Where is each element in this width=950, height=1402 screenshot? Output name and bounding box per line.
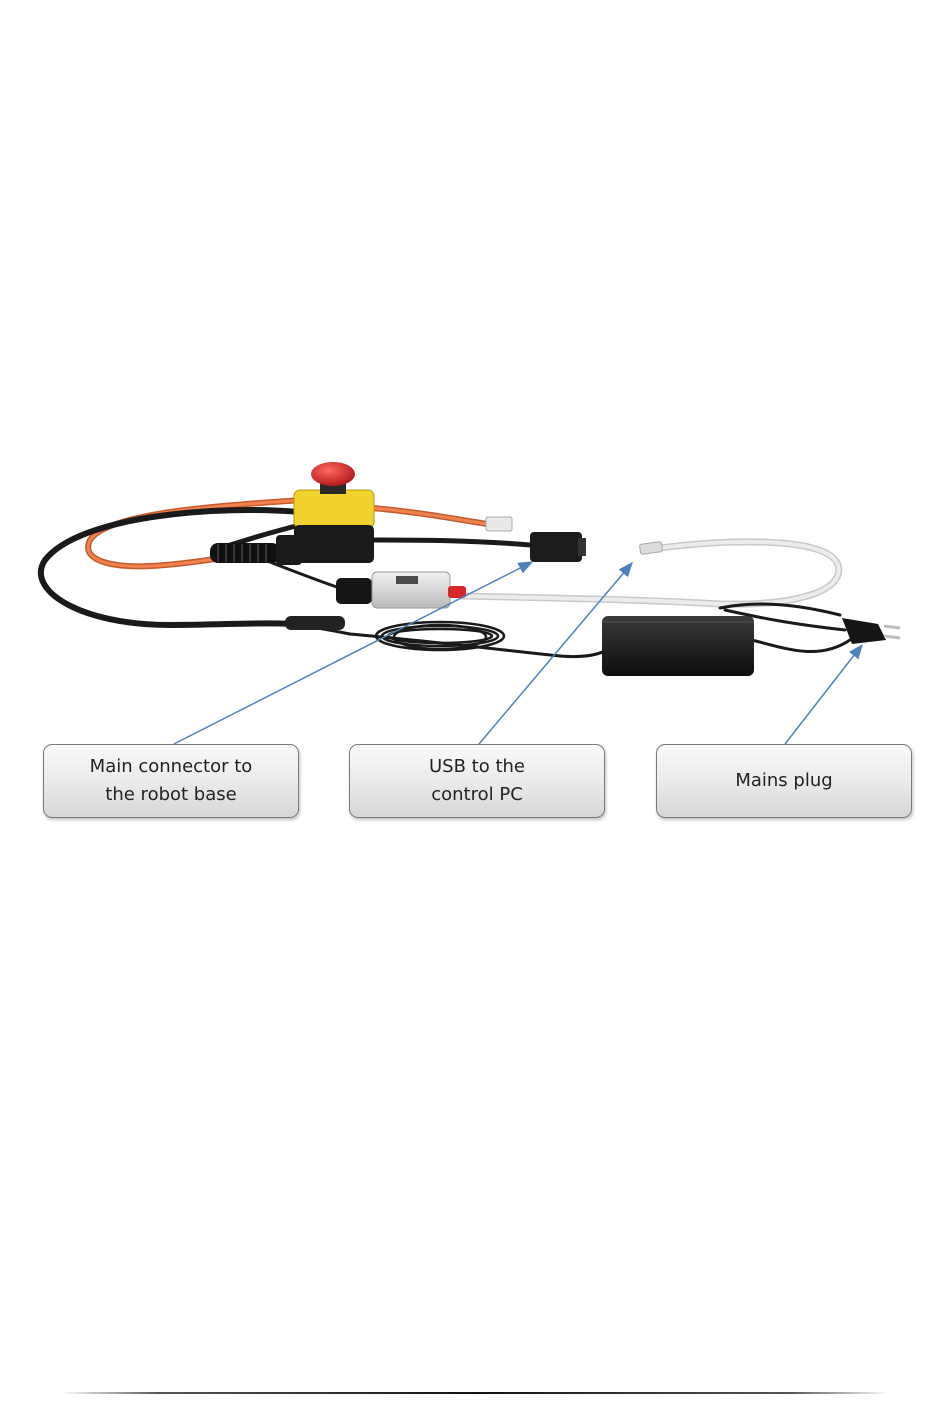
callout-usb: USB to the control PC [349,744,605,818]
callout-mains-plug-label: Mains plug [735,767,832,795]
usb-adapter [336,572,466,608]
barrel-plug [285,616,345,630]
callout-usb-label: USB to the control PC [429,753,525,809]
mains-plug [842,618,900,644]
leader-line-mains [785,645,862,744]
callout-main-connector-label: Main connector to the robot base [90,753,253,809]
leader-lines [174,562,862,744]
footer-rule [60,1392,890,1394]
callout-mains-plug: Mains plug [656,744,912,818]
coiled-cable [376,622,504,650]
emergency-stop [294,462,374,563]
power-supply [602,616,754,676]
main-connector [530,532,586,562]
callout-main-connector: Main connector to the robot base [43,744,299,818]
usb-cable [462,542,839,605]
